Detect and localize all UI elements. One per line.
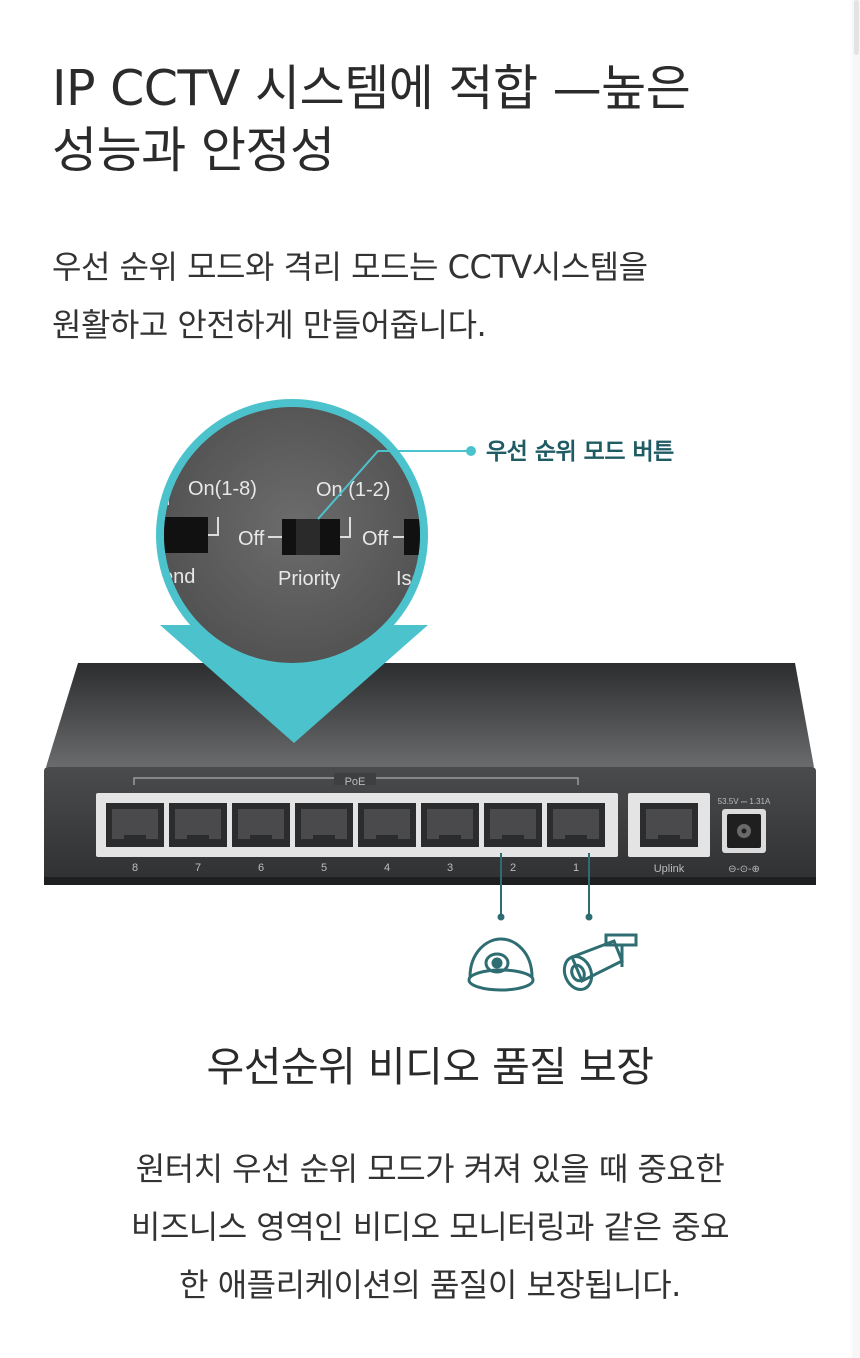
- poe-port: [547, 803, 605, 847]
- section-title-line-2: 성능과 안정성: [52, 122, 335, 179]
- uplink-label: Uplink: [654, 863, 685, 875]
- port-number-label: 1: [573, 862, 579, 874]
- port-numbers: 8 7 6 5 4 3 2 1: [132, 862, 579, 874]
- poe-ports: [106, 803, 605, 847]
- priority-mode-button-label: 우선 순위 모드 버튼: [486, 439, 674, 465]
- zoom-pointer: [160, 625, 428, 743]
- extend-switch[interactable]: [150, 517, 208, 553]
- poe-label: PoE: [345, 776, 366, 788]
- isolation-switch[interactable]: [404, 519, 444, 555]
- feature-line-2: 비즈니스 영역인 비디오 모니터링과 같은 중요: [130, 1208, 730, 1246]
- section-title: IP CCTV 시스템에 적합 —높은 성능과 안정성: [52, 58, 812, 182]
- port-number-label: 7: [195, 862, 201, 874]
- intro-line-2: 원활하고 안전하게 만들어줍니다.: [52, 306, 487, 344]
- intro-text: 우선 순위 모드와 격리 모드는 CCTV시스템을 원활하고 안전하게 만들어줍…: [52, 238, 832, 354]
- off-label-2: Off: [362, 528, 389, 550]
- feature-line-1: 원터치 우선 순위 모드가 켜져 있을 때 중요한: [135, 1150, 725, 1188]
- callout-line: [317, 446, 476, 520]
- port-number-label: 2: [510, 862, 516, 874]
- intro-line-1: 우선 순위 모드와 격리 모드는 CCTV시스템을: [52, 248, 648, 286]
- scrollbar-thumb[interactable]: [854, 0, 859, 55]
- poe-port: [169, 803, 227, 847]
- feature-description: 원터치 우선 순위 모드가 켜져 있을 때 중요한 비즈니스 영역인 비디오 모…: [0, 1140, 860, 1314]
- power-rating: 53.5V ⎓ 1.31A: [718, 797, 771, 806]
- switch-base: [44, 877, 816, 885]
- port-number-label: 8: [132, 862, 138, 874]
- poe-port: [295, 803, 353, 847]
- network-switch: PoE 8 7 6 5 4 3 2 1 Uplink 53.5V ⎓ 1.31A ⊖-⊙-⊕: [44, 663, 816, 885]
- feature-title: 우선순위 비디오 품질 보장: [206, 1043, 654, 1091]
- on-1-2-label: On (1-2): [316, 479, 390, 501]
- section-title-line-1: IP CCTV 시스템에 적합 —높은: [52, 60, 691, 117]
- scrollbar[interactable]: [852, 0, 860, 1358]
- port-number-label: 6: [258, 862, 264, 874]
- feature-line-3: 한 애플리케이션의 품질이 보장됩니다.: [179, 1266, 681, 1304]
- on-1-8-label: On(1-8): [188, 478, 257, 500]
- bullet-camera-icon: [562, 933, 638, 991]
- poe-port: [421, 803, 479, 847]
- callout-dot: [466, 446, 476, 456]
- poe-port: [358, 803, 416, 847]
- port-number-label: 5: [321, 862, 327, 874]
- port-number-label: 4: [384, 862, 390, 874]
- priority-label: Priority: [278, 568, 340, 590]
- poe-port: [106, 803, 164, 847]
- off-label-1: Off: [238, 528, 265, 550]
- port-number-label: 3: [447, 862, 453, 874]
- poe-port: [232, 803, 290, 847]
- zoom-lens: On(1-8) On (1-2) Off Off end Priority Is…: [150, 399, 444, 671]
- dome-camera-icon: [467, 937, 535, 992]
- switch-illustration: PoE 8 7 6 5 4 3 2 1 Uplink 53.5V ⎓ 1.31A ⊖-⊙-⊕: [44, 399, 816, 992]
- switch-top: [46, 663, 814, 767]
- uplink-port: [640, 803, 698, 847]
- polarity-symbol: ⊖-⊙-⊕: [728, 864, 760, 875]
- poe-port: [484, 803, 542, 847]
- poe-label-bg: [334, 773, 376, 785]
- camera-connections: [497, 853, 593, 921]
